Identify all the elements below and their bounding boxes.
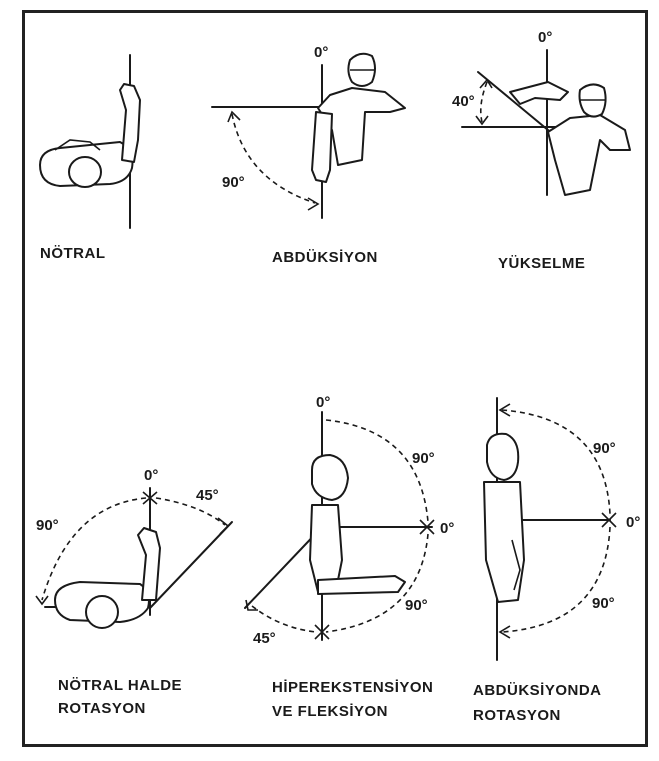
panel-notral-halde: 0° 90° 45° NÖTRAL HALDE ROTASYON [36,467,232,717]
head-topview [69,157,101,187]
caption-line2: ROTASYON [58,700,146,717]
panel-yukselme: 0° 40° YÜKSELME [452,29,630,272]
caption-line2: VE FLEKSİYON [272,703,388,720]
head [312,455,348,500]
angle-arc-label: 90° [222,174,245,191]
arc-arrow-bottom [308,198,318,210]
panel-abduksiyonda: 90° 0° 90° ABDÜKSİYONDA ROTASYON [473,398,640,724]
panel-hiperekstensiyon: 0° 90° 0° 90° 45° HİPEREKSTENSİYON VE FL… [245,394,454,720]
angle-upper-label: 90° [593,440,616,457]
head [487,434,518,480]
arm-forward [318,576,405,594]
arc-arrow-top [228,112,240,122]
panel-notral: NÖTRAL [40,55,140,262]
head-topview [86,596,118,628]
caption-notral: NÖTRAL [40,245,106,262]
angle-left-label: 90° [36,517,59,534]
angle-bottom-left-label: 45° [253,630,276,647]
arm-down [312,112,332,182]
angle-mid-label: 0° [626,514,640,531]
angle-lower-label: 90° [592,595,615,612]
caption-yukselme: YÜKSELME [498,255,585,272]
angle-arc-label: 40° [452,93,475,110]
raised-arm [510,82,568,104]
angle-mid-label: 0° [440,520,454,537]
angle-top-label: 0° [144,467,158,484]
panel-abduksiyon: 0° 90° ABDÜKSİYON [212,44,405,266]
elevation-arc [481,82,487,122]
upper-arm [120,84,140,162]
rotation-line [150,522,232,608]
angle-right-label: 45° [196,487,219,504]
caption-line1: ABDÜKSİYONDA [473,682,602,699]
caption-line1: HİPEREKSTENSİYON [272,679,433,696]
angle-upper-arc-label: 90° [412,450,435,467]
caption-line2: ROTASYON [473,707,561,724]
angle-top-label: 0° [316,394,330,411]
angle-top-label: 0° [538,29,552,46]
torso [548,115,630,195]
angle-lower-arc-label: 90° [405,597,428,614]
angle-top-label: 0° [314,44,328,61]
extension-arc [252,606,316,632]
torso [484,482,524,602]
caption-abduksiyon: ABDÜKSİYON [272,249,378,266]
caption-line1: NÖTRAL HALDE [58,677,182,694]
